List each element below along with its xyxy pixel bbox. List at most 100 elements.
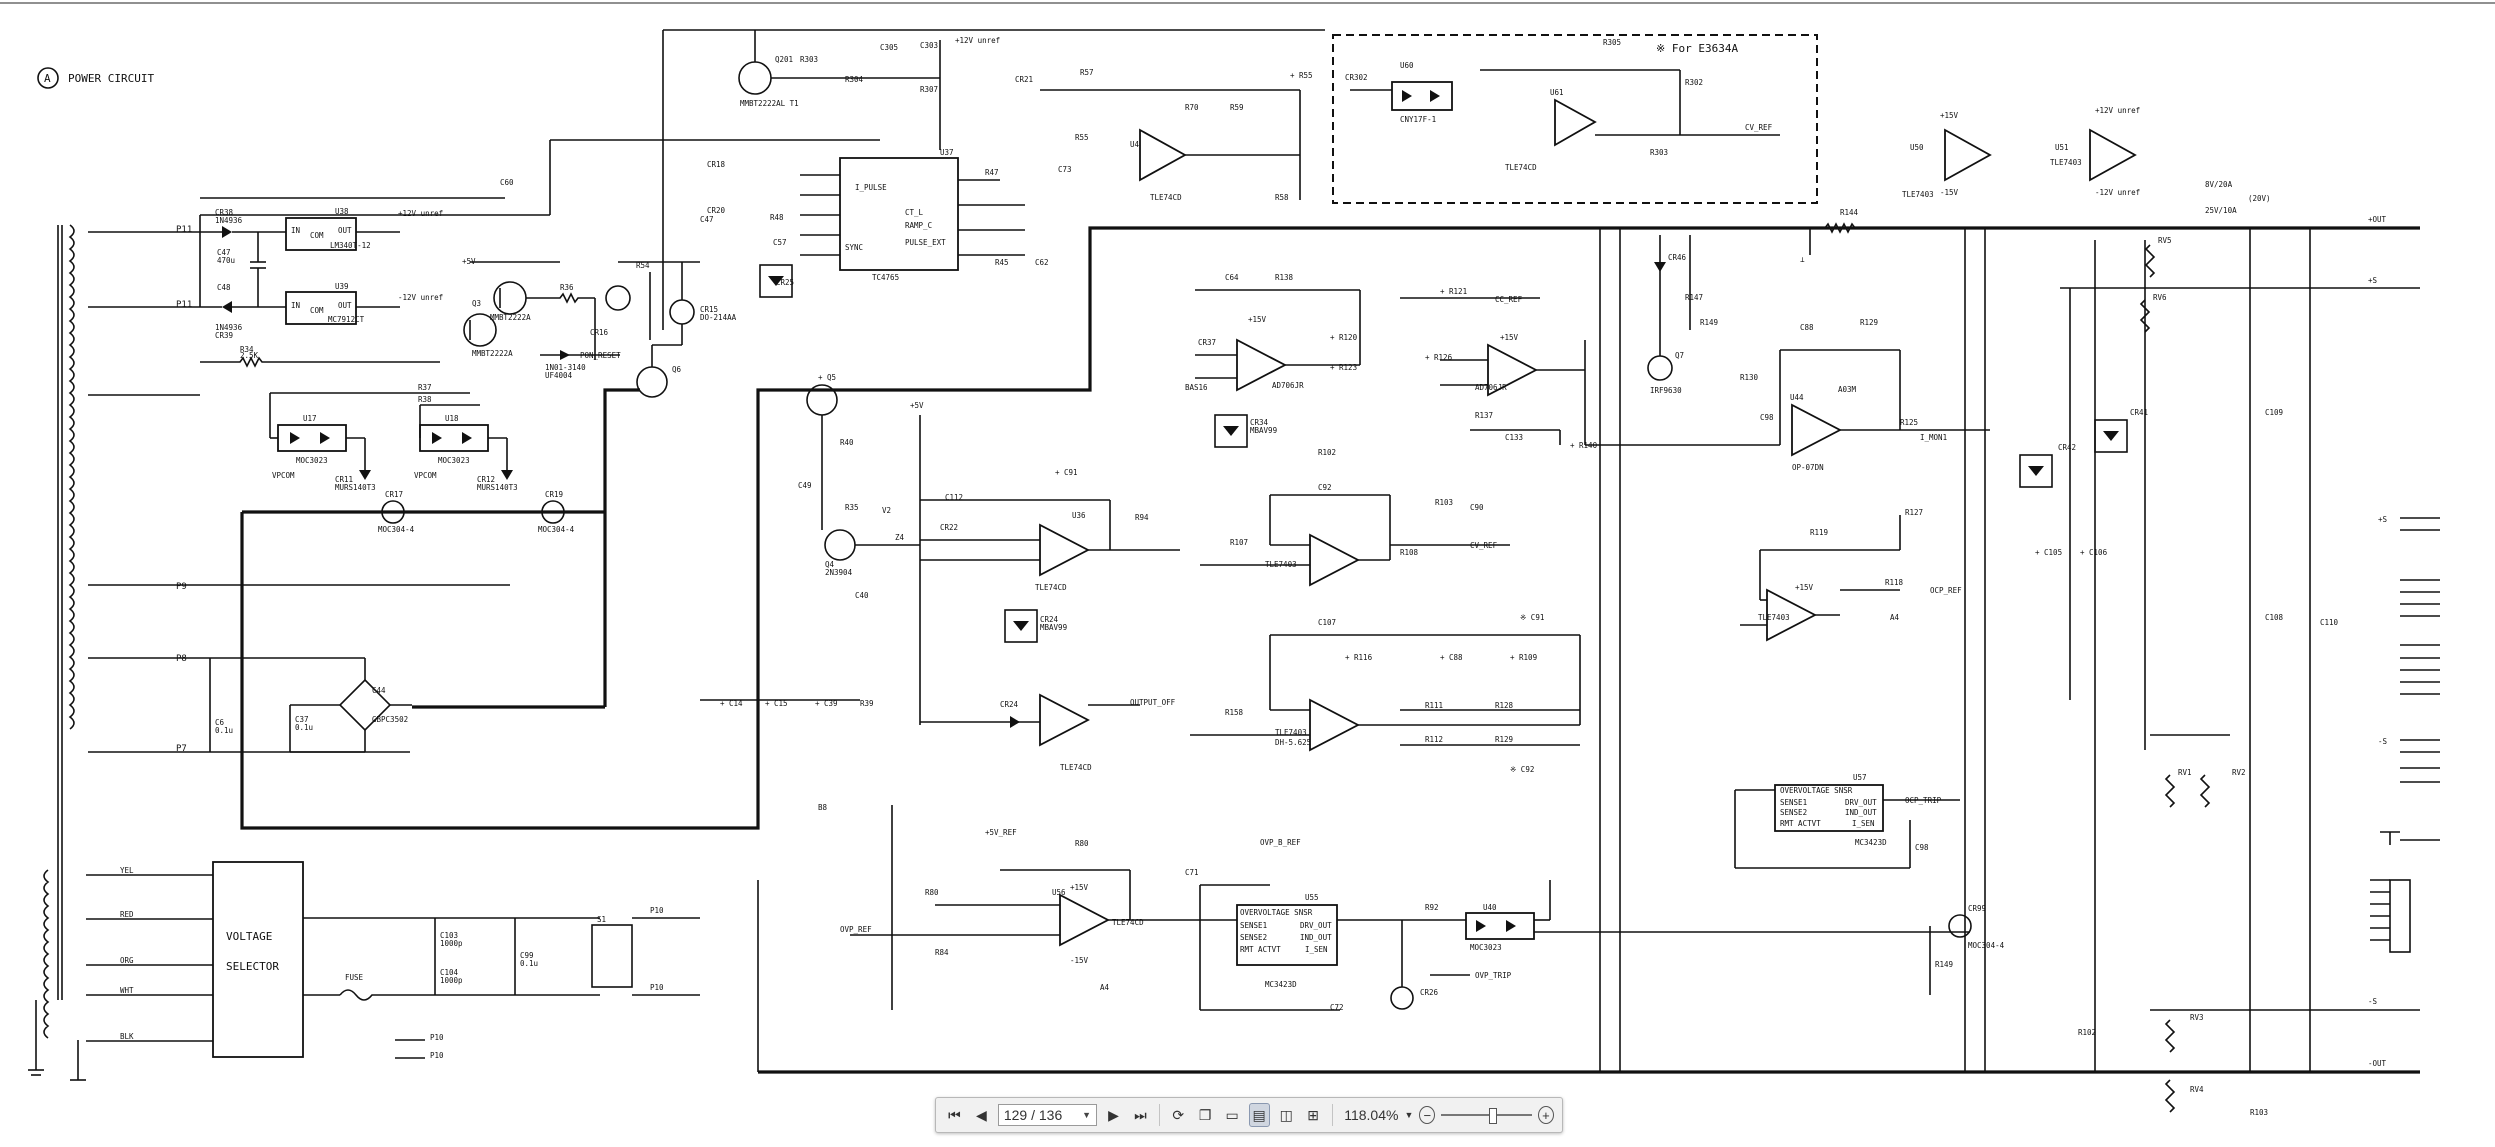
opamp-u43: [1236, 338, 1287, 392]
svg-text:OVP_B_REF: OVP_B_REF: [1260, 838, 1301, 847]
opamp-u4: [1139, 128, 1187, 182]
svg-text:+ C88: + C88: [1440, 653, 1463, 662]
u17-label: U17: [303, 414, 317, 423]
svg-text:MOC304-4: MOC304-4: [1968, 941, 2005, 950]
zoom-in-button[interactable]: +: [1538, 1106, 1554, 1124]
svg-text:Q3: Q3: [472, 299, 481, 308]
svg-text:C92: C92: [1318, 483, 1332, 492]
section-marker-letter: A: [44, 72, 51, 85]
svg-text:C62: C62: [1035, 258, 1049, 267]
fit-page-button[interactable]: ⊞: [1307, 1106, 1319, 1123]
wire-wht: WHT: [120, 986, 134, 995]
mosfet-q5: + Q5: [806, 373, 838, 416]
u51-part: TLE7403: [2050, 158, 2082, 167]
last-page-button[interactable]: ⏭: [1134, 1106, 1147, 1123]
svg-text:TLE74CD: TLE74CD: [1150, 193, 1182, 202]
u50-part: TLE7403: [1902, 190, 1934, 199]
svg-text:C48: C48: [217, 283, 231, 292]
svg-text:C303: C303: [920, 41, 938, 50]
svg-text:+15V: +15V: [1940, 111, 1959, 120]
svg-text:C109: C109: [2265, 408, 2283, 417]
svg-text:1N4936: 1N4936: [215, 216, 243, 225]
svg-text:+15V: +15V: [1500, 333, 1519, 342]
svg-text:DRV_OUT: DRV_OUT: [1845, 798, 1877, 807]
svg-text:CR37: CR37: [1198, 338, 1216, 347]
svg-text:R102: R102: [1318, 448, 1336, 457]
svg-text:C90: C90: [1470, 503, 1484, 512]
svg-text:2.5K: 2.5K: [240, 351, 259, 360]
two-page-button[interactable]: ◫: [1279, 1106, 1293, 1123]
page-number-select[interactable]: 129 / 136 ▼: [997, 1104, 1098, 1126]
svg-text:P10: P10: [650, 983, 664, 992]
zener-cr15: CR15 DO-214AA: [669, 299, 737, 325]
svg-text:C98: C98: [1760, 413, 1774, 422]
svg-text:P10: P10: [650, 906, 664, 915]
svg-text:-12V unref: -12V unref: [398, 293, 443, 302]
svg-text:R302: R302: [1685, 78, 1703, 87]
rotate-button[interactable]: ⟳: [1172, 1106, 1185, 1123]
transformer: [28, 224, 86, 1081]
toolbar-divider-2: [1331, 1104, 1333, 1126]
svg-text:+15V: +15V: [1795, 583, 1814, 592]
svg-text:R112: R112: [1425, 735, 1443, 744]
next-page-button[interactable]: ▶: [1108, 1106, 1119, 1123]
section-title: POWER CIRCUIT: [68, 72, 154, 85]
svg-text:CR41: CR41: [2130, 408, 2148, 417]
svg-text:+12V unref: +12V unref: [955, 36, 1000, 45]
svg-text:R37: R37: [418, 383, 432, 392]
wire-blk: BLK: [120, 1032, 134, 1041]
svg-text:CR99: CR99: [1968, 904, 1986, 913]
regulator-u39: [285, 291, 357, 325]
svg-text:※ C91: ※ C91: [1520, 613, 1544, 622]
single-page-button[interactable]: ▭: [1225, 1106, 1239, 1123]
opto-u18: [419, 424, 489, 452]
svg-text:+ R116: + R116: [1345, 653, 1373, 662]
ic-u57: [1774, 784, 1884, 832]
svg-text:※ C92: ※ C92: [1510, 765, 1534, 774]
copy-button[interactable]: ❐: [1198, 1106, 1212, 1123]
svg-text:+ Q5: + Q5: [818, 373, 836, 382]
svg-text:AD706JR: AD706JR: [1475, 383, 1507, 392]
terminal-block-right: [2400, 517, 2440, 841]
svg-text:IND_OUT: IND_OUT: [1300, 933, 1332, 942]
svg-text:+ R55: + R55: [1290, 71, 1313, 80]
svg-text:-15V: -15V: [1940, 188, 1959, 197]
svg-text:1000p: 1000p: [440, 976, 463, 985]
svg-text:R138: R138: [1275, 273, 1294, 282]
svg-text:CR24: CR24: [1040, 615, 1059, 624]
voltage-selector-line2: SELECTOR: [226, 960, 279, 973]
single-page-continuous-button[interactable]: ▤: [1248, 1103, 1270, 1127]
rating-8v: 8V/20A: [2205, 180, 2233, 189]
svg-text:U51: U51: [2055, 143, 2069, 152]
zoom-level[interactable]: 118.04%: [1344, 1107, 1399, 1123]
svg-text:⊥: ⊥: [1800, 255, 1805, 264]
zoom-slider[interactable]: [1441, 1105, 1532, 1125]
diode-bridge-cr41: [2094, 419, 2128, 453]
prev-page-button[interactable]: ◀: [975, 1106, 987, 1123]
net-output-off: OUTPUT_OFF: [1130, 698, 1176, 707]
first-page-button[interactable]: ⏮: [948, 1106, 961, 1123]
svg-text:C71: C71: [1185, 868, 1199, 877]
svg-text:MBAV99: MBAV99: [1040, 623, 1067, 632]
svg-text:S1: S1: [597, 915, 606, 924]
u39-label: U39: [335, 282, 349, 291]
svg-text:CR38: CR38: [215, 208, 234, 217]
regulator-u38: [285, 217, 357, 251]
tap-p11-b: P11: [176, 300, 192, 310]
zoom-dropdown-icon[interactable]: ▼: [1404, 1110, 1414, 1120]
svg-text:R34: R34: [240, 345, 254, 354]
svg-text:CR26: CR26: [1420, 988, 1439, 997]
svg-text:MOC304-4: MOC304-4: [538, 525, 575, 534]
zoom-out-button[interactable]: −: [1419, 1106, 1436, 1124]
zoom-slider-thumb[interactable]: [1489, 1108, 1498, 1124]
svg-text:C107: C107: [1318, 618, 1336, 627]
svg-text:MOC3023: MOC3023: [1470, 943, 1502, 952]
u57-part: MC3423D: [1855, 838, 1887, 847]
svg-text:R103: R103: [2250, 1108, 2268, 1117]
svg-text:+ C39: + C39: [815, 699, 838, 708]
svg-text:RV2: RV2: [2232, 768, 2246, 777]
svg-text:VPCOM: VPCOM: [272, 471, 295, 480]
svg-text:TLE74CD: TLE74CD: [1112, 918, 1144, 927]
svg-text:R54: R54: [636, 261, 650, 270]
voltage-selector: [212, 861, 304, 1058]
